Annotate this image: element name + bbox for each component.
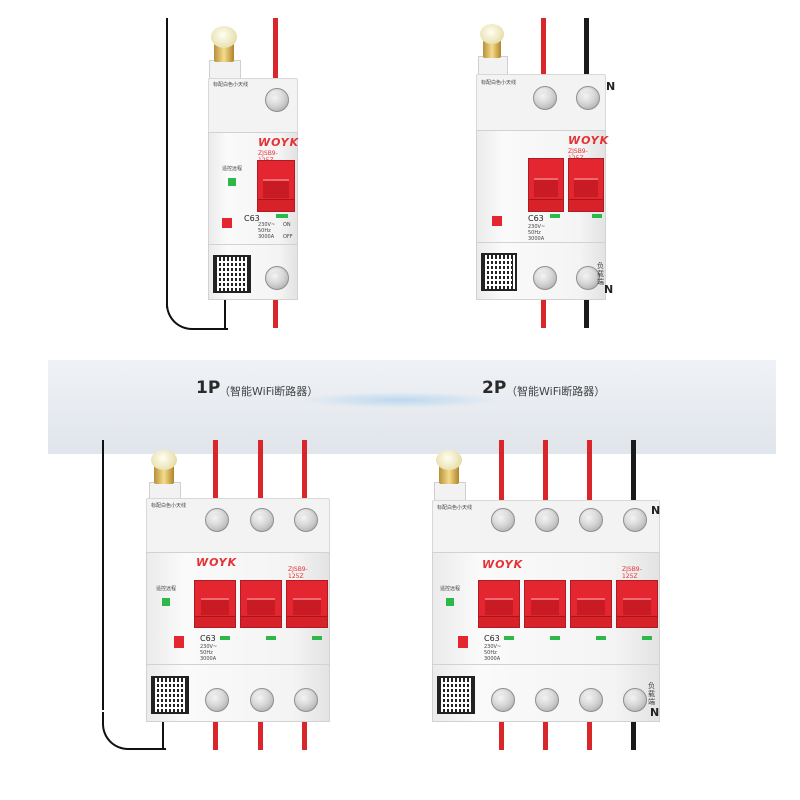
neutral-label-top: N: [651, 504, 661, 517]
rating: C63: [528, 214, 544, 223]
label-1p-sub: （智能WiFi断路器）: [219, 385, 319, 398]
live-wire-out: [541, 296, 546, 328]
load-label: 负载端: [597, 262, 604, 286]
terminal-screw: [576, 86, 600, 110]
live-wire-in: [273, 18, 278, 78]
antenna-note: 标配白色小天线: [151, 503, 187, 509]
toggle-switch[interactable]: [240, 580, 282, 628]
antenna-wire-loop: [166, 290, 228, 330]
neutral-wire-out: [631, 718, 636, 750]
terminal-screw: [265, 266, 289, 290]
brand-logo: WOYK: [258, 136, 300, 149]
antenna-wire-loop: [102, 712, 166, 750]
live-wire-in: [541, 18, 546, 80]
neutral-label-bottom: N: [650, 706, 660, 719]
toggle-switch[interactable]: [194, 580, 236, 628]
remote-label: 遥控远程: [222, 166, 243, 172]
antenna-base: [434, 482, 466, 502]
qr-code: [481, 253, 517, 291]
test-button[interactable]: [222, 218, 232, 228]
antenna-note: 标配白色小天线: [437, 505, 473, 511]
wifi-indicator: [228, 178, 236, 186]
remote-label: 遥控远程: [156, 586, 177, 592]
model-number: ZJSB9-125Z: [288, 566, 308, 580]
neutral-wire-in: [584, 18, 589, 80]
antenna-cap: [436, 450, 462, 470]
antenna-cap: [211, 26, 237, 48]
antenna-wire: [166, 18, 168, 308]
live-wire-out: [273, 296, 278, 328]
antenna-note: 标配白色小天线: [213, 82, 249, 88]
toggle-switch[interactable]: [478, 580, 520, 628]
antenna-base: [478, 56, 508, 76]
toggle-switch[interactable]: [570, 580, 612, 628]
load-label: 负载端: [648, 682, 655, 706]
remote-label: 遥控远程: [440, 586, 461, 592]
label-2p-sub: （智能WiFi断路器）: [506, 385, 606, 398]
rating: C63: [200, 634, 216, 643]
neutral-label-top: N: [606, 80, 616, 93]
test-button[interactable]: [458, 636, 468, 648]
brand-logo: WOYK: [568, 134, 610, 147]
rating: C63: [484, 634, 500, 643]
qr-code: [213, 255, 251, 293]
brand-logo: WOYK: [482, 558, 524, 571]
watermark-logo: [300, 392, 500, 408]
label-2p: 2P: [482, 378, 507, 398]
terminal-screw: [533, 266, 557, 290]
qr-code: [437, 676, 475, 714]
rating: C63: [244, 214, 260, 223]
terminal-screw: [533, 86, 557, 110]
terminal-screw: [576, 266, 600, 290]
toggle-switch-l[interactable]: [528, 158, 564, 212]
test-button[interactable]: [174, 636, 184, 648]
toggle-switch[interactable]: [524, 580, 566, 628]
antenna-cap: [480, 24, 504, 44]
toggle-switch[interactable]: [286, 580, 328, 628]
toggle-switch[interactable]: [616, 580, 658, 628]
neutral-wire-in: [631, 440, 636, 500]
toggle-switch-n[interactable]: [568, 158, 604, 212]
test-button[interactable]: [492, 216, 502, 226]
neutral-label-bottom: N: [604, 283, 614, 296]
antenna-wire: [102, 440, 104, 710]
model-number: ZJSB9-125Z: [622, 566, 642, 580]
antenna-note: 标配白色小天线: [481, 80, 517, 86]
neutral-wire-out: [584, 296, 589, 328]
toggle-switch[interactable]: [257, 160, 295, 212]
brand-logo: WOYK: [196, 556, 238, 569]
label-1p: 1P: [196, 378, 221, 398]
antenna-base: [209, 60, 241, 80]
qr-code: [151, 676, 189, 714]
terminal-screw: [265, 88, 289, 112]
antenna-cap: [151, 450, 177, 470]
